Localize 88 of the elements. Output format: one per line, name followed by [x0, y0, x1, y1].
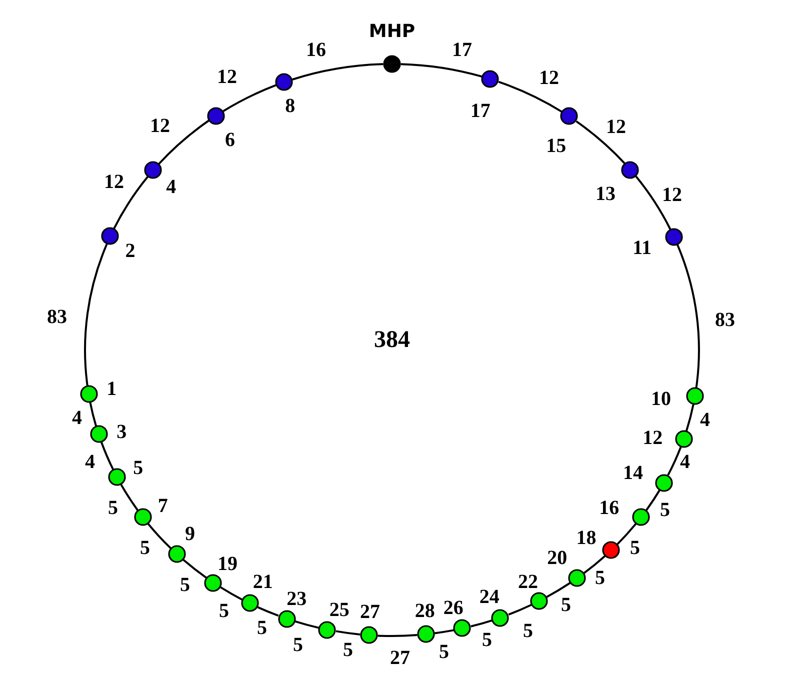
arc-segment: [336, 630, 360, 636]
arc-segment: [147, 523, 172, 549]
arc-segment: [222, 84, 276, 112]
point-number: 1: [106, 378, 117, 399]
distance-label: 5: [140, 538, 150, 558]
distance-label: 12: [104, 172, 124, 192]
distance-label: 5: [482, 630, 492, 650]
arc-segment: [378, 634, 418, 637]
point-number: 5: [133, 458, 144, 478]
point-number: 16: [599, 498, 620, 518]
point-number: 14: [623, 462, 644, 482]
point-number: 13: [595, 184, 616, 204]
arc-segment: [158, 120, 210, 165]
distance-label: 5: [293, 635, 303, 655]
distance-label: 16: [306, 40, 326, 60]
arc-segment: [257, 606, 279, 617]
arc-segment: [676, 244, 700, 388]
point-number: 27: [360, 602, 380, 622]
distance-label: 5: [595, 568, 605, 588]
total-label: 384: [374, 330, 410, 350]
point-number: 10: [651, 388, 672, 409]
point-number: 24: [479, 586, 500, 607]
point-number: 11: [632, 238, 652, 258]
distance-label: 12: [150, 116, 170, 136]
point-name: MHP: [368, 22, 416, 42]
arc-segment: [100, 442, 114, 471]
arc-segment: [112, 176, 148, 230]
point-number: 18: [576, 528, 596, 548]
point-number: 26: [443, 598, 464, 618]
point-number: 2: [125, 241, 136, 262]
point-number: 6: [225, 130, 235, 150]
point-number: 23: [286, 588, 307, 609]
point-number: 4: [166, 177, 176, 198]
arc-segment: [84, 244, 108, 386]
arc-segment: [89, 402, 98, 427]
arc-segment: [470, 619, 492, 628]
arc-segment: [576, 120, 626, 164]
point-number: 25: [329, 600, 350, 620]
distance-label: 83: [715, 310, 735, 330]
distance-label: 12: [217, 67, 237, 87]
arc-segment: [685, 404, 694, 432]
distance-label: 12: [606, 117, 626, 137]
distance-label: 83: [47, 307, 67, 327]
arc-segment: [498, 80, 562, 113]
arc-segment: [584, 555, 606, 574]
point-number: 12: [642, 428, 663, 448]
arc-segment: [546, 582, 571, 598]
distance-label: 5: [439, 642, 449, 662]
distance-label: 4: [72, 408, 82, 428]
point-number: 20: [547, 548, 568, 568]
distance-label: 12: [662, 185, 682, 205]
point-number: 21: [252, 572, 273, 592]
arc-segment: [292, 63, 384, 80]
distance-label: 4: [85, 452, 95, 472]
distance-label: 27: [390, 648, 410, 668]
distance-label: 5: [523, 621, 533, 641]
point-number: 22: [518, 572, 538, 592]
arc-segment: [667, 446, 682, 476]
arc-segment: [616, 523, 637, 545]
distance-label: 12: [539, 68, 559, 88]
distance-label: 5: [180, 575, 190, 595]
point-number: 19: [217, 554, 238, 574]
distance-label: 5: [660, 500, 670, 520]
distance-label: 4: [700, 410, 710, 430]
arc-segment: [182, 559, 207, 579]
arc-segment: [220, 586, 243, 600]
arc-segment: [635, 176, 672, 230]
distance-label: 5: [257, 618, 267, 638]
point-number: 3: [116, 422, 127, 442]
distance-label: 5: [108, 498, 118, 518]
distance-label: 5: [219, 601, 229, 621]
distance-label: 5: [343, 640, 353, 660]
point-number: 8: [285, 96, 296, 116]
arc-segment: [434, 629, 454, 634]
arc-segment: [645, 489, 661, 511]
distance-label: 17: [452, 40, 472, 60]
arc-segment: [120, 484, 139, 511]
arc-segment: [400, 63, 482, 78]
arc-segment: [508, 604, 532, 616]
point-number: 9: [184, 524, 195, 544]
point-number: 15: [546, 136, 566, 156]
distance-label: 4: [680, 452, 690, 472]
point-number: 7: [158, 496, 168, 516]
arc-segment: [294, 620, 320, 629]
distance-label: 5: [630, 538, 640, 558]
point-number: 28: [414, 601, 435, 622]
point-number: 17: [470, 101, 490, 122]
distance-label: 5: [561, 595, 571, 615]
